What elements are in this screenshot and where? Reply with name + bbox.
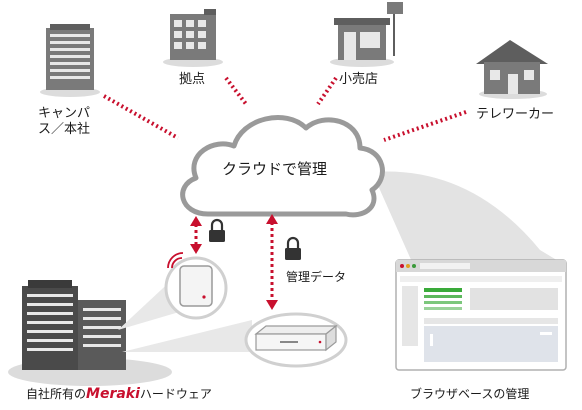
campus-building-icon: [40, 24, 100, 97]
connectors: [103, 76, 467, 142]
lock-icon: [209, 218, 225, 242]
label-browser-management: ブラウザベースの管理: [410, 387, 530, 401]
connector-hq: [103, 94, 179, 140]
browser-callout: [372, 171, 560, 262]
label-campus-hq: キャンパス／本社: [37, 106, 90, 137]
label-management-data: 管理データ: [286, 270, 347, 284]
company-building-icon: [8, 280, 172, 386]
label-telework: テレワーカー: [476, 107, 555, 122]
lock-icon: [285, 236, 301, 260]
label-retail: 小売店: [339, 72, 379, 87]
connector-telework: [383, 110, 467, 142]
meraki-brand: Meraki: [86, 386, 140, 402]
retail-store-icon: [330, 2, 403, 67]
arrow-left: [190, 216, 202, 254]
label-hardware-prefix: 自社所有の: [26, 387, 87, 401]
appliance-callout: [122, 320, 252, 352]
access-point-icon: [164, 252, 228, 320]
label-hardware-suffix: ハードウェア: [139, 387, 212, 401]
cloud-icon: [180, 115, 385, 218]
house-icon: [476, 40, 548, 99]
branch-office-icon: [163, 9, 223, 67]
label-hardware: 自社所有のMerakiハードウェア: [26, 386, 212, 402]
connector-retail: [316, 76, 338, 106]
label-cloud: クラウドで管理: [222, 160, 328, 178]
browser-window-icon: [395, 259, 567, 371]
label-branch: 拠点: [179, 72, 206, 87]
security-appliance-icon: [244, 312, 348, 368]
arrow-right: [266, 214, 278, 310]
connector-branch: [224, 76, 248, 106]
